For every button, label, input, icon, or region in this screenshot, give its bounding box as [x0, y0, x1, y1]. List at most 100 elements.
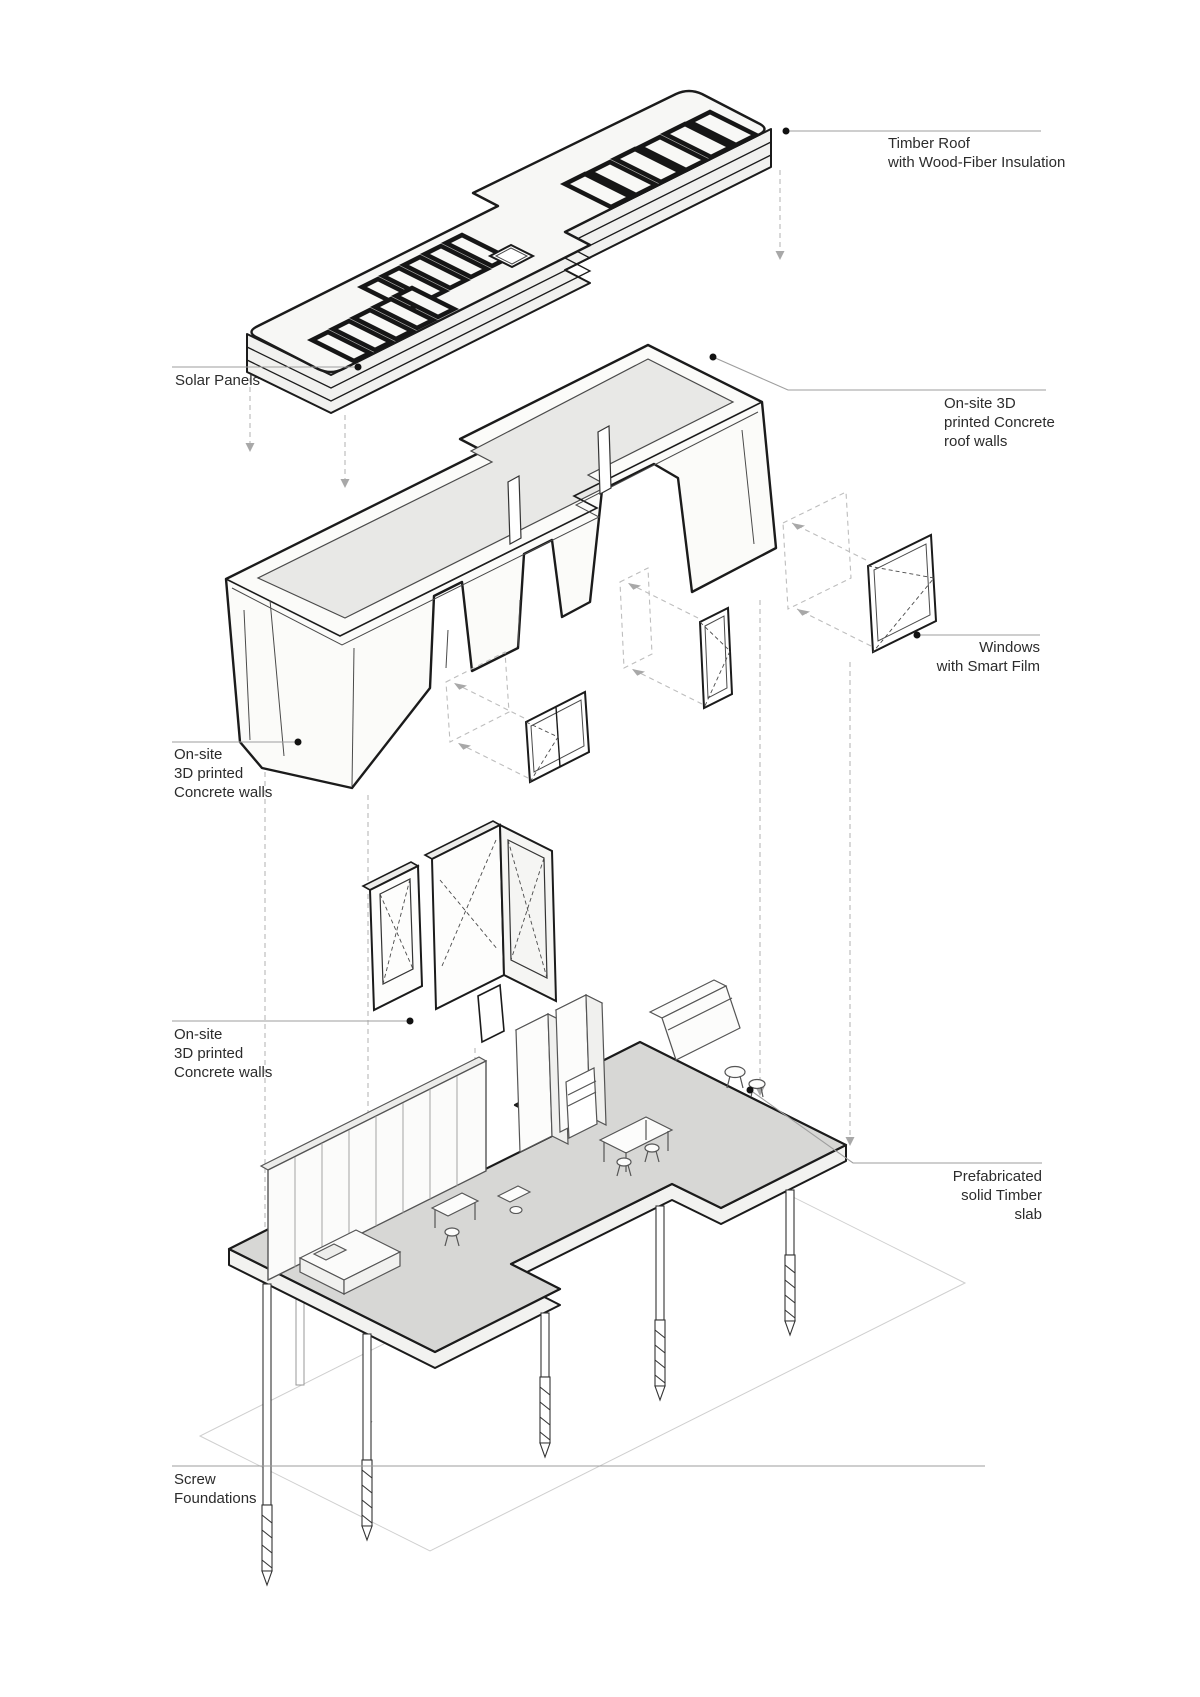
interior-door-frame — [379, 878, 414, 985]
wall-rim-edge — [225, 401, 763, 637]
solar-panel-array-middle — [356, 232, 514, 313]
pile-hatch — [361, 1514, 373, 1524]
arrow-left-icon — [797, 609, 810, 616]
solar-panel — [419, 243, 493, 280]
solar-panel — [559, 171, 637, 210]
projection-line — [457, 742, 529, 779]
bed — [298, 1229, 402, 1295]
label-timber-slab: Prefabricated solid Timber slab — [953, 1167, 1042, 1224]
wall-rim-thickness — [231, 411, 759, 646]
wall-fold-lines — [243, 429, 755, 787]
skylight-inner — [494, 247, 529, 265]
anchor-dot — [746, 1086, 754, 1094]
screw-pile — [539, 1312, 551, 1459]
pile-tip — [539, 1442, 551, 1459]
pile-shaft — [540, 1312, 550, 1378]
pile-hatch — [654, 1374, 666, 1384]
pile-hatch — [261, 1514, 273, 1524]
pile-tip — [654, 1385, 666, 1402]
arrow-down-icon — [845, 1137, 855, 1146]
label-roof-walls: On-site 3D printed Concrete roof walls — [944, 394, 1055, 451]
solar-panel — [584, 159, 662, 198]
wc — [509, 1205, 523, 1215]
arrow-left-icon — [792, 523, 805, 530]
partition-wall — [259, 1056, 488, 1282]
roof-layer-seam — [246, 154, 772, 402]
door-leaf — [477, 983, 505, 1044]
pile-hatch — [539, 1416, 551, 1426]
chair-seat — [444, 1227, 460, 1237]
solar-panel-array-right — [559, 109, 762, 210]
pile-hatch — [539, 1386, 551, 1396]
label-line: On-site — [174, 746, 223, 763]
table-top — [598, 1116, 674, 1154]
pile-shaft — [362, 1333, 372, 1461]
table-leg — [726, 1075, 731, 1089]
chair-leg — [616, 1164, 621, 1177]
pile-shaft — [785, 1189, 795, 1256]
label-line: roof walls — [944, 433, 1008, 450]
screw-pile — [784, 1189, 796, 1337]
label-line: Windows — [979, 639, 1040, 656]
window-inner-frame — [704, 615, 728, 699]
side-table — [748, 1078, 766, 1090]
leader-line — [712, 356, 1046, 391]
window-ghost — [782, 491, 852, 610]
sofa-seat — [661, 985, 741, 1061]
wall-shell-silhouette — [224, 343, 778, 790]
pile-hatch — [784, 1264, 796, 1274]
fold-line — [445, 629, 449, 669]
table-leg — [739, 1075, 744, 1089]
label-line: Foundations — [174, 1490, 257, 1507]
door-swing-dash — [507, 839, 548, 979]
pile-hatch — [784, 1279, 796, 1289]
label-line: printed Concrete — [944, 414, 1055, 431]
solar-panel — [348, 307, 418, 342]
solar-panel — [390, 285, 460, 320]
partition-joints — [294, 1076, 458, 1267]
window-ghost-openings — [445, 491, 852, 743]
arrow-left-icon — [454, 683, 467, 690]
window-swing-mark — [867, 565, 935, 653]
skylight-frame — [487, 243, 536, 269]
solar-panel — [327, 318, 397, 353]
table-leg — [760, 1086, 764, 1098]
window-two-pane — [524, 690, 591, 784]
label-line: 3D printed — [174, 1045, 244, 1062]
window-ghost — [445, 651, 510, 743]
sofa-set — [648, 979, 766, 1098]
window-inner-frame — [530, 699, 585, 773]
pile-hatch — [654, 1359, 666, 1369]
side-table — [724, 1065, 746, 1079]
window-ghost — [619, 567, 653, 669]
projection-line — [627, 582, 699, 619]
pile-hatch — [784, 1309, 796, 1319]
label-concrete-walls-lower: On-site 3D printed Concrete walls — [174, 1025, 272, 1082]
pile-hatch — [539, 1431, 551, 1441]
label-line: solid Timber — [961, 1187, 1042, 1204]
anchor-dots — [294, 127, 921, 1094]
pile-hatch — [784, 1294, 796, 1304]
pile-hatch — [261, 1529, 273, 1539]
anchor-dot — [709, 353, 717, 361]
chair-leg — [455, 1234, 460, 1247]
label-line: Solar Panels — [175, 372, 261, 389]
leader-line — [749, 1089, 1042, 1164]
chair-leg — [627, 1164, 632, 1177]
fold-line — [269, 599, 285, 757]
concrete-wall-shell — [224, 343, 778, 790]
label-line: On-site — [174, 1026, 223, 1043]
roof-layer-seam — [246, 141, 772, 389]
projection-line — [796, 608, 872, 647]
label-timber-roof: Timber Roof with Wood-Fiber Insulation — [888, 134, 1065, 172]
window-frame — [698, 606, 734, 710]
pile-tip — [361, 1525, 373, 1542]
label-screw-foundations: Screw Foundations — [174, 1470, 257, 1508]
interior-wall-face — [430, 823, 506, 1011]
pile-hatch — [261, 1544, 273, 1554]
projection-line — [791, 522, 867, 561]
window-smart-film — [866, 533, 938, 654]
arrow-down-icon — [755, 1087, 765, 1096]
arrow-down-icon — [775, 251, 785, 260]
